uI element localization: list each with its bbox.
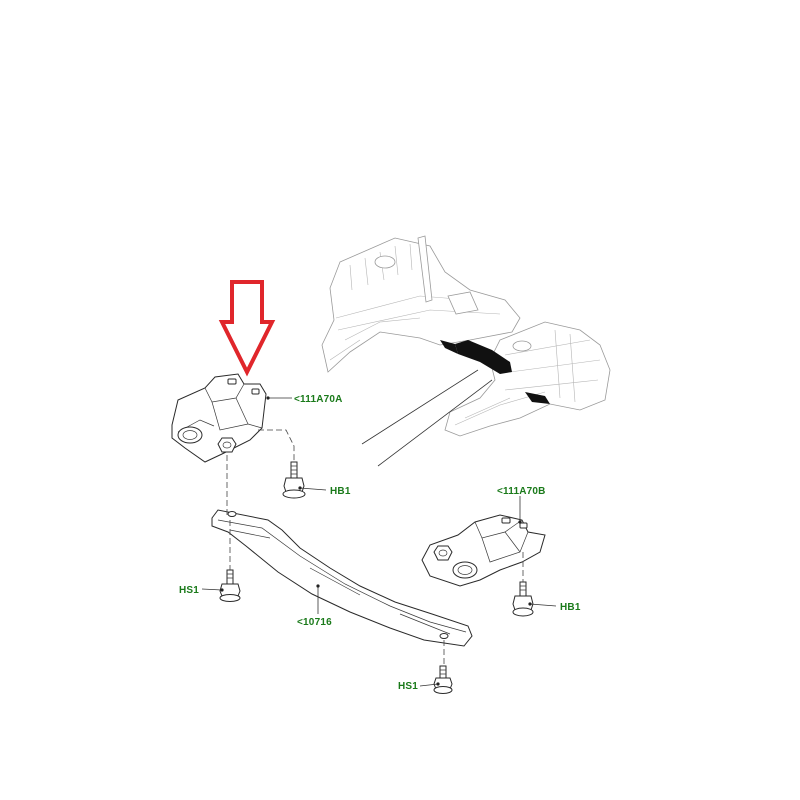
bolt-hb1-left bbox=[282, 461, 306, 499]
callout-hb1-right: HB1 bbox=[560, 602, 581, 613]
callout-10716: <10716 bbox=[297, 617, 332, 628]
bracket-left bbox=[171, 373, 267, 463]
leader-lines bbox=[201, 396, 557, 687]
bolt-hb1-right bbox=[512, 581, 534, 617]
bolt-hs1-left bbox=[219, 569, 241, 602]
callout-labels: <111A70A <111A70B <10716 HB1 HB1 HS1 HS1 bbox=[179, 394, 581, 692]
callout-hb1-left: HB1 bbox=[330, 486, 351, 497]
bolt-hs1-bottom bbox=[433, 665, 453, 694]
bracket-right bbox=[421, 514, 546, 587]
callout-hs1-left: HS1 bbox=[179, 585, 199, 596]
indicator-arrow bbox=[218, 280, 276, 377]
callout-111a70a: <111A70A bbox=[294, 394, 343, 405]
vehicle-body-context bbox=[321, 235, 611, 467]
callout-hs1-bottom: HS1 bbox=[398, 681, 418, 692]
assembly-lines bbox=[226, 429, 524, 666]
callout-111a70b: <111A70B bbox=[497, 486, 546, 497]
crossmember bbox=[211, 509, 473, 647]
